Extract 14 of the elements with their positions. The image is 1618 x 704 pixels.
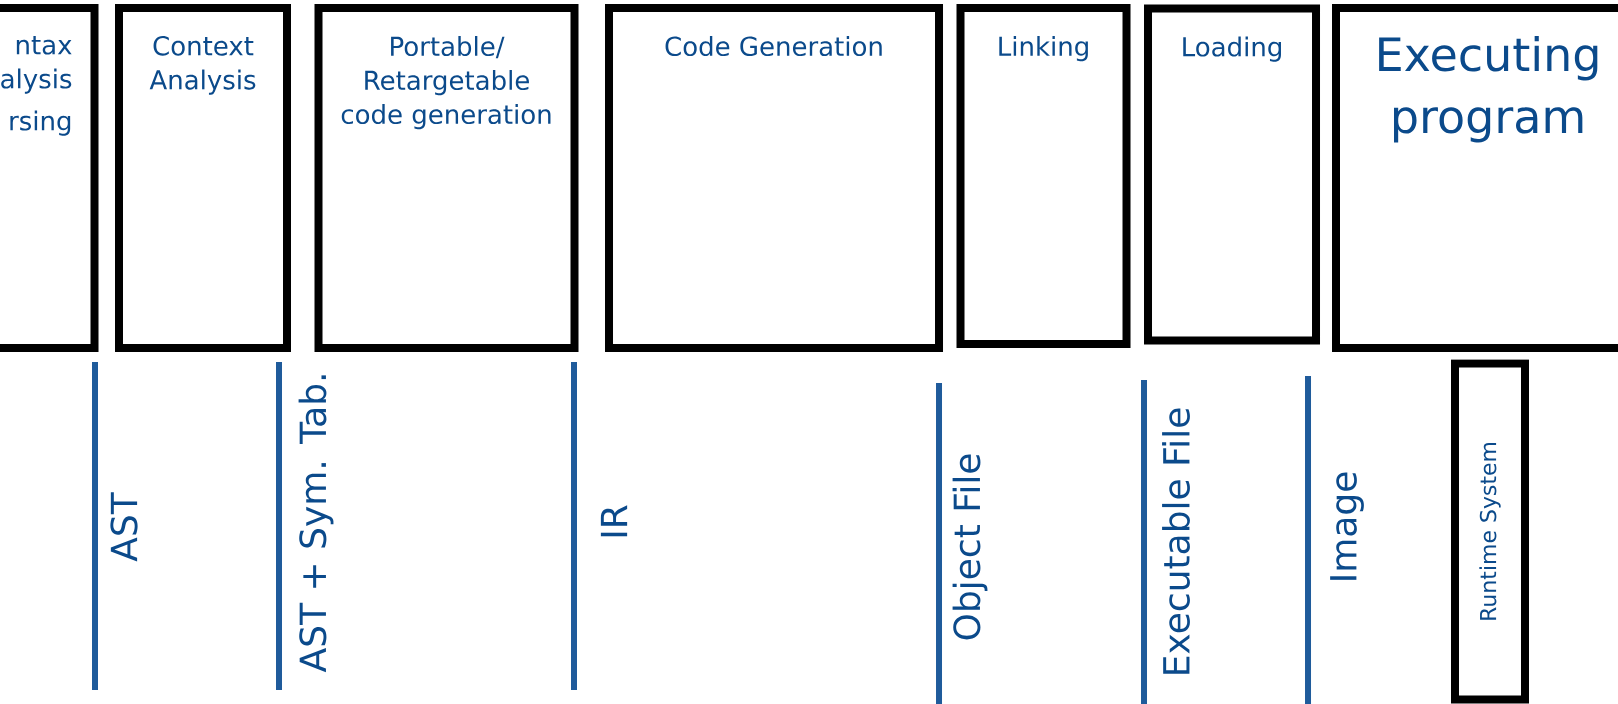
output-label: Executable File: [1162, 408, 1190, 674]
stage-box: Portable/ Retargetable code generation: [314, 4, 579, 352]
stage-box: Code Generation: [605, 4, 943, 352]
runtime-box: Runtime System: [1451, 359, 1529, 704]
stage-box: Loading: [1144, 4, 1320, 345]
stage-box: Linking: [956, 4, 1131, 348]
stage-box: Executing program: [1332, 4, 1618, 352]
output-label: IR: [600, 505, 628, 537]
output-label: AST: [110, 492, 138, 562]
stage-box: ntax alysis rsing: [0, 4, 99, 352]
stage-box: Context Analysis: [115, 4, 291, 352]
output-label: Image: [1330, 472, 1364, 580]
output-label: AST + Sym. Tab.: [298, 375, 334, 673]
output-label: Object File: [952, 454, 988, 640]
